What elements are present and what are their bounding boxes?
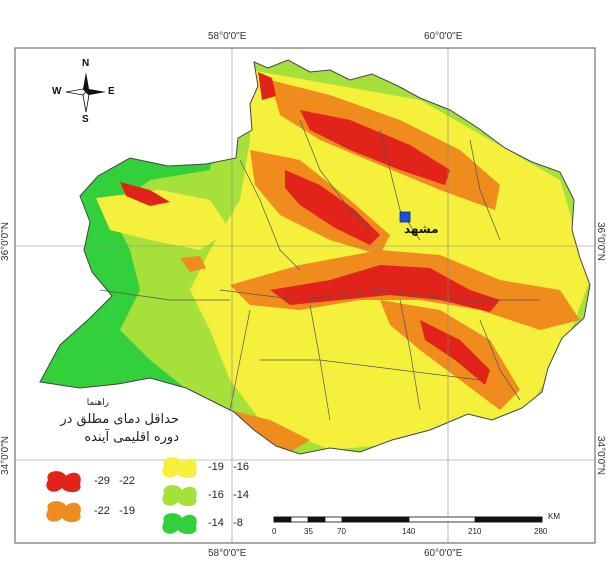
scale-unit: KM bbox=[548, 512, 560, 521]
legend-swatch-1 bbox=[46, 471, 81, 493]
legend-swatches bbox=[46, 457, 197, 535]
east-letter: E bbox=[108, 86, 115, 97]
zone-red-belt bbox=[270, 265, 500, 312]
zone-red-center bbox=[285, 170, 380, 245]
scale-tick-0: 0 bbox=[272, 527, 277, 536]
graticule-lines bbox=[15, 48, 595, 543]
lat-label-right-34: 34°0'0"N bbox=[595, 436, 606, 475]
scale-tick-280: 280 bbox=[534, 527, 548, 536]
legend-swatch-2 bbox=[46, 501, 81, 523]
legend-title-line2: دوره اقلیمی آینده bbox=[84, 430, 179, 445]
zone-red-nw bbox=[258, 72, 276, 100]
scale-tick-140: 140 bbox=[402, 527, 416, 536]
legend-range-2: -22 -19 bbox=[94, 505, 135, 517]
legend-swatch-4 bbox=[162, 485, 197, 507]
scale-bar bbox=[273, 516, 543, 523]
scale-tick-35: 35 bbox=[304, 527, 313, 536]
scale-tick-210: 210 bbox=[468, 527, 482, 536]
north-letter: N bbox=[82, 58, 90, 69]
zone-red-ne bbox=[300, 110, 450, 185]
zone-yellow-west bbox=[96, 190, 230, 250]
legend-range-3: -19 -16 bbox=[208, 461, 249, 473]
west-letter: W bbox=[52, 86, 62, 97]
region-outline bbox=[39, 59, 591, 455]
zone-red-se bbox=[420, 320, 490, 385]
lat-label-left-34: 34°0'0"N bbox=[0, 436, 11, 475]
legend-range-5: -14 -8 bbox=[208, 517, 243, 529]
lat-label-right-36: 36°0'0"N bbox=[595, 222, 606, 261]
legend-swatch-5 bbox=[162, 513, 197, 535]
north-arrow bbox=[65, 72, 106, 113]
legend-title-line1: حداقل دمای مطلق در bbox=[60, 412, 179, 427]
lon-label-top-58: 58°0'0"E bbox=[208, 31, 247, 42]
zone-orange-spot bbox=[180, 256, 206, 272]
lon-label-top-60: 60°0'0"E bbox=[424, 31, 463, 42]
map-border bbox=[14, 47, 596, 544]
legend-range-4: -16 -14 bbox=[208, 489, 249, 501]
zone-red-small bbox=[120, 182, 170, 206]
legend-range-1: -29 -22 bbox=[94, 475, 135, 487]
city-marker bbox=[399, 211, 411, 223]
lon-label-bottom-58: 58°0'0"E bbox=[208, 548, 247, 559]
scale-tick-70: 70 bbox=[337, 527, 346, 536]
lon-label-bottom-60: 60°0'0"E bbox=[424, 548, 463, 559]
city-label: مشهد bbox=[404, 222, 439, 236]
south-letter: S bbox=[82, 114, 89, 125]
zone-orange-south bbox=[230, 410, 310, 452]
legend-swatch-3 bbox=[162, 457, 197, 479]
county-boundaries bbox=[99, 119, 540, 421]
legend-heading: راهنما bbox=[86, 398, 109, 408]
lat-label-left-36: 36°0'0"N bbox=[0, 222, 11, 261]
